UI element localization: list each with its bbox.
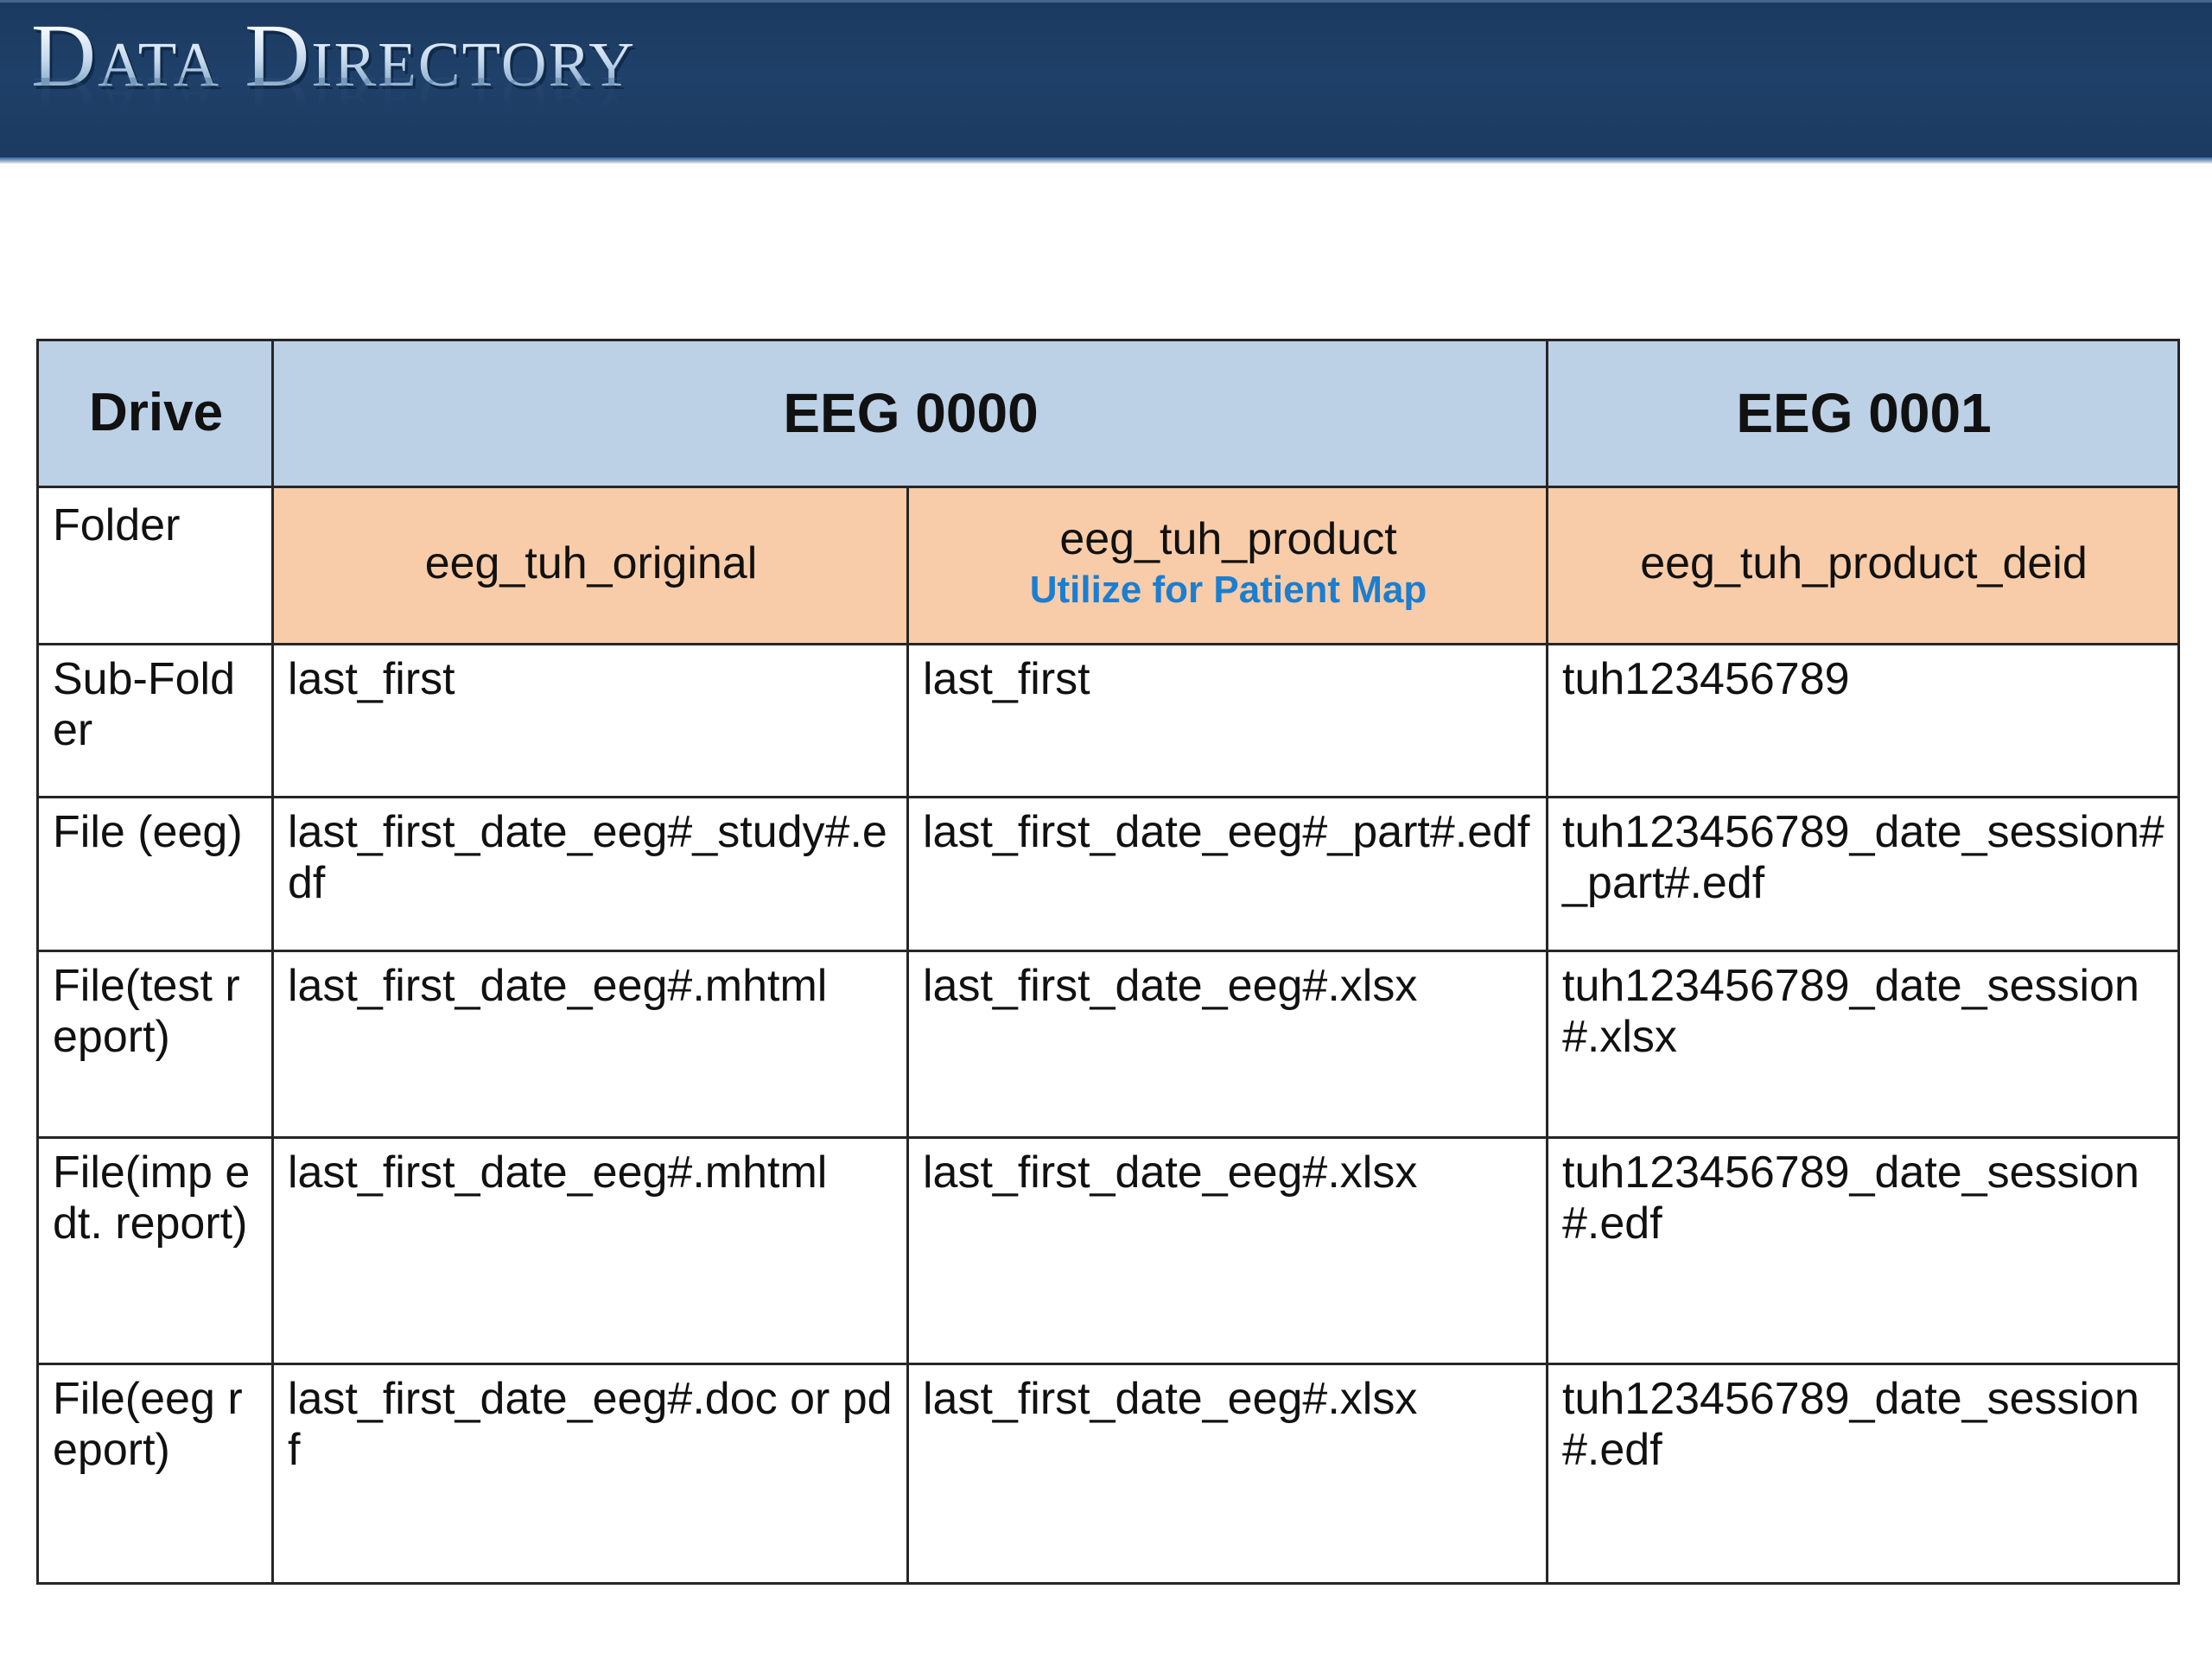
cell-sub-folder-col-b: last_first [906,643,1548,798]
page-title: Data Directory [31,6,636,105]
cell-file-imp-edt-report-col-c: tuh123456789_date_session#.edf [1546,1136,2180,1365]
cell-file-test-report-col-b: last_first_date_eeg#.xlsx [906,950,1548,1139]
slide-title-banner: Data Directory Data Directory Data Direc… [0,0,2212,164]
cell-file-imp-edt-report-col-a: last_first_date_eeg#.mhtml [271,1136,909,1365]
cell-file-eeg-col-a: last_first_date_eeg#_study#.edf [271,796,909,952]
column-header-eeg-0000: EEG 0000 [271,339,1548,488]
cell-folder-eeg-tuh-original: eeg_tuh_original [271,486,909,645]
cell-folder-eeg-tuh-product-deid: eeg_tuh_product_deid [1546,486,2180,645]
slide-title-shadow: Data Directory [34,13,639,106]
table-row-sub-folder: Sub-Folder last_first last_first tuh1234… [36,643,2180,798]
data-directory-table-container: Drive EEG 0000 EEG 0001 Folder eeg_tuh_o… [36,339,2180,1585]
row-label-file-eeg: File (eeg) [36,796,274,952]
table-row-file-test-report: File(test report) last_first_date_eeg#.m… [36,950,2180,1139]
cell-sub-folder-col-a: last_first [271,643,909,798]
column-header-drive: Drive [36,339,274,488]
row-label-sub-folder: Sub-Folder [36,643,274,798]
column-header-eeg-0001: EEG 0001 [1546,339,2180,488]
cell-folder-patient-map-note: Utilize for Patient Map [1029,569,1427,612]
cell-file-eeg-report-col-a: last_first_date_eeg#.doc or pdf [271,1363,909,1585]
cell-file-imp-edt-report-col-b: last_first_date_eeg#.xlsx [906,1136,1548,1365]
cell-file-eeg-col-c: tuh123456789_date_session#_part#.edf [1546,796,2180,952]
data-directory-table: Drive EEG 0000 EEG 0001 Folder eeg_tuh_o… [36,339,2180,1585]
row-label-folder: Folder [36,486,274,645]
table-header-row: Drive EEG 0000 EEG 0001 [36,339,2180,488]
table-row-file-eeg-report: File(eeg report) last_first_date_eeg#.do… [36,1363,2180,1585]
cell-file-test-report-col-c: tuh123456789_date_session#.xlsx [1546,950,2180,1139]
cell-file-eeg-report-col-c: tuh123456789_date_session#.edf [1546,1363,2180,1585]
table-row-file-imp-edt-report: File(imp edt. report) last_first_date_ee… [36,1136,2180,1365]
cell-file-eeg-report-col-b: last_first_date_eeg#.xlsx [906,1363,1548,1585]
cell-folder-eeg-tuh-product-name: eeg_tuh_product [1059,513,1397,564]
cell-file-test-report-col-a: last_first_date_eeg#.mhtml [271,950,909,1139]
cell-folder-eeg-tuh-product: eeg_tuh_product Utilize for Patient Map [906,486,1548,645]
cell-sub-folder-col-c: tuh123456789 [1546,643,2180,798]
table-row-file-eeg: File (eeg) last_first_date_eeg#_study#.e… [36,796,2180,952]
cell-file-eeg-col-b: last_first_date_eeg#_part#.edf [906,796,1548,952]
row-label-file-test-report: File(test report) [36,950,274,1139]
row-label-file-eeg-report: File(eeg report) [36,1363,274,1585]
row-label-file-imp-edt-report: File(imp edt. report) [36,1136,274,1365]
table-row-folder: Folder eeg_tuh_original eeg_tuh_product … [36,486,2180,645]
